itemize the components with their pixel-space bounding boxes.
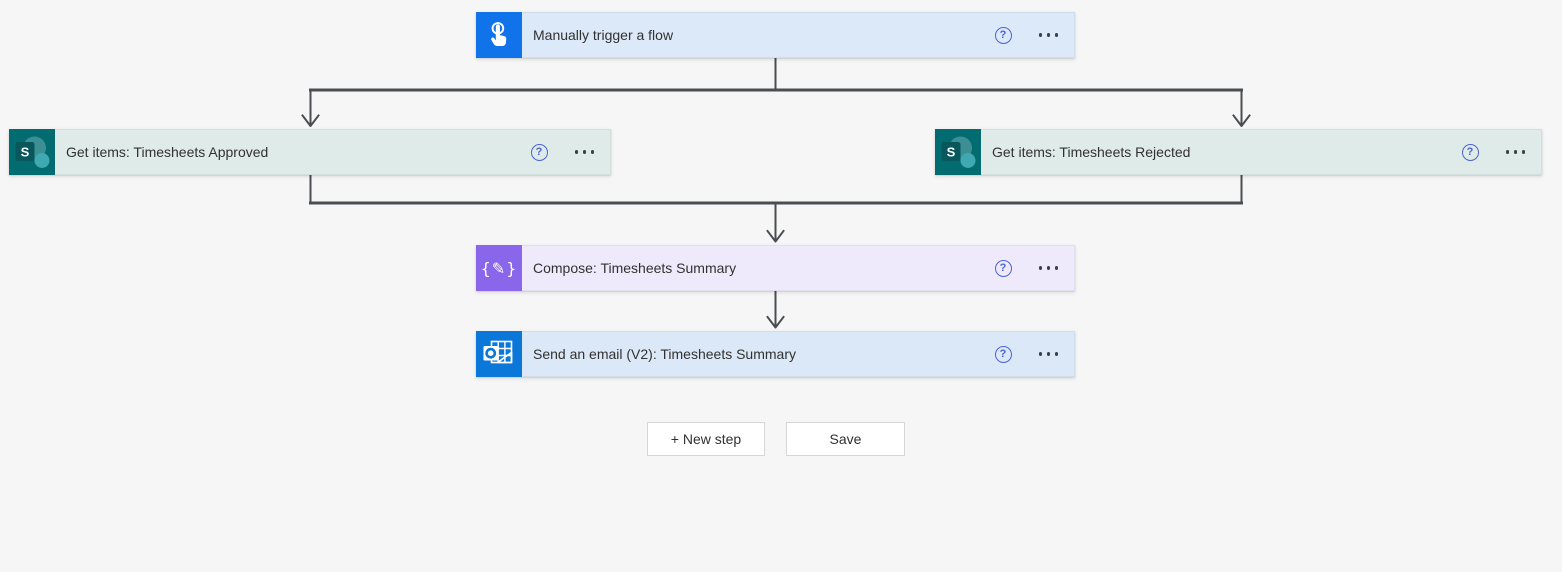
step-title: Get items: Timesheets Rejected [992,144,1191,160]
flow-step-get-items-approved[interactable]: S Get items: Timesheets Approved ? [9,129,611,175]
arrowhead-left-branch [301,114,320,127]
more-options-icon[interactable] [573,146,597,158]
more-options-icon[interactable] [1037,29,1061,41]
step-body[interactable]: Get items: Timesheets Rejected ? [981,129,1542,175]
step-body[interactable]: Send an email (V2): Timesheets Summary ? [522,331,1075,377]
help-icon[interactable]: ? [994,26,1012,44]
step-body[interactable]: Get items: Timesheets Approved ? [55,129,611,175]
outlook-icon [476,331,522,377]
step-body[interactable]: Compose: Timesheets Summary ? [522,245,1075,291]
help-icon[interactable]: ? [530,143,548,161]
flow-step-compose[interactable]: {✎} Compose: Timesheets Summary ? [476,245,1075,291]
step-title: Compose: Timesheets Summary [533,260,737,276]
step-title: Get items: Timesheets Approved [66,144,269,160]
save-button[interactable]: Save [786,422,905,456]
arrowhead-email [766,315,785,329]
step-title: Send an email (V2): Timesheets Summary [533,346,796,362]
step-body[interactable]: Manually trigger a flow ? [522,12,1075,58]
compose-glyph: {✎} [480,258,518,278]
help-icon[interactable]: ? [994,345,1012,363]
svg-text:S: S [947,145,956,160]
compose-icon: {✎} [476,245,522,291]
arrowhead-right-branch [1232,114,1251,127]
help-icon[interactable]: ? [1461,143,1479,161]
flow-step-get-items-rejected[interactable]: S Get items: Timesheets Rejected ? [935,129,1542,175]
arrowhead-compose [766,229,785,243]
flow-step-send-email[interactable]: Send an email (V2): Timesheets Summary ? [476,331,1075,377]
flow-step-manual-trigger[interactable]: Manually trigger a flow ? [476,12,1075,58]
new-step-button[interactable]: + New step [647,422,765,456]
more-options-icon[interactable] [1504,146,1528,158]
sharepoint-icon: S [935,129,981,175]
step-title: Manually trigger a flow [533,27,674,43]
help-icon[interactable]: ? [994,259,1012,277]
more-options-icon[interactable] [1037,348,1061,360]
sharepoint-icon: S [9,129,55,175]
more-options-icon[interactable] [1037,262,1061,274]
manual-trigger-icon [476,12,522,58]
svg-text:S: S [21,145,30,160]
